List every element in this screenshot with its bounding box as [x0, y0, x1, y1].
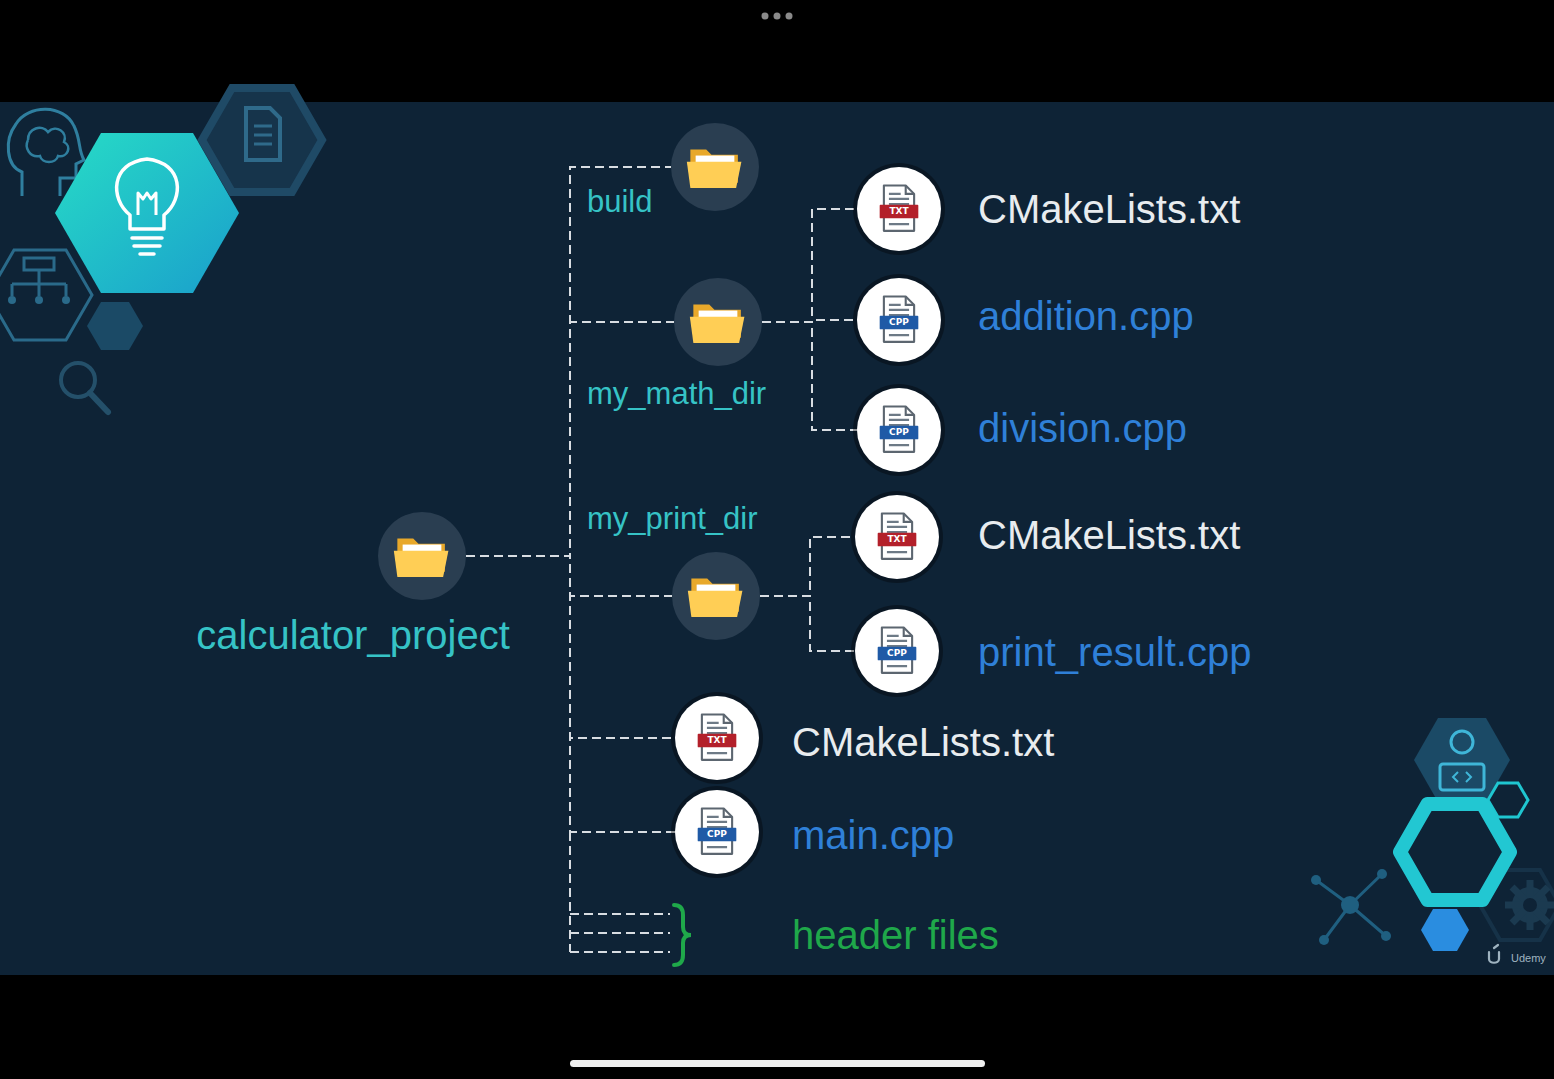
network-dot — [1381, 931, 1391, 941]
code-symbol — [1453, 772, 1471, 782]
folder-front — [687, 162, 742, 188]
file-type-badge: CPP — [675, 830, 759, 840]
header-brace — [674, 905, 691, 965]
menu-dot — [762, 13, 769, 20]
file-name: main.cpp — [792, 812, 954, 858]
document-hexagon — [202, 88, 322, 192]
bottom-bar — [0, 975, 1554, 1079]
small-hexagon — [87, 302, 143, 350]
document-lines — [254, 126, 272, 144]
flowchart-box — [24, 258, 54, 270]
folder-icon — [378, 512, 466, 600]
file-node: print_result.cppCPP — [855, 609, 939, 693]
file-node: CMakeLists.txtTXT — [855, 495, 939, 579]
brain-symbol — [27, 128, 69, 162]
watermark: Udemy — [1511, 952, 1546, 965]
flowchart-hexagon — [0, 250, 92, 340]
flowchart-dot — [8, 296, 16, 304]
file-node: CMakeLists.txtTXT — [857, 167, 941, 251]
file-name: addition.cpp — [978, 293, 1194, 339]
file-node: division.cppCPP — [857, 388, 941, 472]
folder-icon — [671, 123, 759, 211]
tree-connector — [762, 209, 857, 322]
file-name: CMakeLists.txt — [978, 186, 1240, 232]
folder-icon — [674, 278, 762, 366]
menu-dot — [786, 13, 793, 20]
file-name: CMakeLists.txt — [792, 719, 1054, 765]
file-node: CMakeLists.txtTXT — [675, 696, 759, 780]
folder-node: my_print_dir — [672, 552, 760, 640]
folder-icon — [672, 552, 760, 640]
folder-name: my_print_dir — [587, 501, 758, 537]
home-indicator — [570, 1060, 985, 1067]
header-files-label: header files — [792, 912, 999, 958]
file-type-badge: CPP — [857, 318, 941, 328]
teal-hexagon — [1400, 804, 1510, 900]
folder-front — [394, 551, 449, 577]
network-hub — [1341, 896, 1359, 914]
file-type-badge: TXT — [675, 736, 759, 746]
document-fold — [906, 406, 914, 414]
file-type-badge: TXT — [857, 207, 941, 217]
tree-connector — [466, 167, 671, 556]
file-type-badge: TXT — [855, 535, 939, 545]
menu-dot — [774, 13, 781, 20]
document-symbol — [246, 108, 280, 160]
tree-connector — [760, 596, 855, 651]
lightbulb-filament — [138, 193, 156, 215]
file-node: addition.cppCPP — [857, 278, 941, 362]
document-fold — [904, 513, 912, 521]
file-node: main.cppCPP — [675, 790, 759, 874]
folder-front — [690, 317, 745, 343]
file-name: CMakeLists.txt — [978, 512, 1240, 558]
document-fold — [906, 185, 914, 193]
folder-node: calculator_project — [378, 512, 466, 600]
udemy-logo — [1489, 945, 1499, 963]
flowchart-dot — [35, 296, 43, 304]
gear-hole — [1523, 898, 1537, 912]
document-fold — [724, 714, 732, 722]
tree-connector — [466, 556, 672, 596]
gear-teeth — [1505, 880, 1554, 930]
flowchart-lines — [12, 270, 66, 296]
tree-connector — [762, 322, 857, 430]
laptop-symbol — [1440, 764, 1484, 790]
tree-connector — [760, 537, 855, 596]
document-fold — [906, 296, 914, 304]
file-type-badge: CPP — [857, 428, 941, 438]
lightbulb-base — [132, 238, 162, 254]
lightbulb-hexagon — [55, 133, 239, 293]
file-name: print_result.cpp — [978, 629, 1251, 675]
header-branch-lines — [570, 832, 670, 952]
network-lines — [1316, 874, 1386, 940]
network-dot — [1319, 935, 1329, 945]
folder-node: my_math_dir — [674, 278, 762, 366]
folder-name: build — [587, 184, 653, 220]
document-fold — [724, 808, 732, 816]
blue-hexagon — [1421, 909, 1469, 951]
file-name: division.cpp — [978, 405, 1187, 451]
folder-name: my_math_dir — [587, 376, 766, 412]
file-type-badge: CPP — [855, 649, 939, 659]
folder-front — [688, 591, 743, 617]
network-dot — [1377, 869, 1387, 879]
document-fold — [904, 627, 912, 635]
tree-connector — [466, 556, 675, 832]
folder-name: calculator_project — [196, 612, 510, 658]
folder-node: build — [671, 123, 759, 211]
lightbulb-symbol — [117, 159, 178, 229]
slide-ground — [0, 102, 1554, 975]
magnifier-handle — [90, 393, 108, 412]
flowchart-dot — [62, 296, 70, 304]
person-head — [1451, 731, 1473, 753]
network-dot — [1311, 875, 1321, 885]
